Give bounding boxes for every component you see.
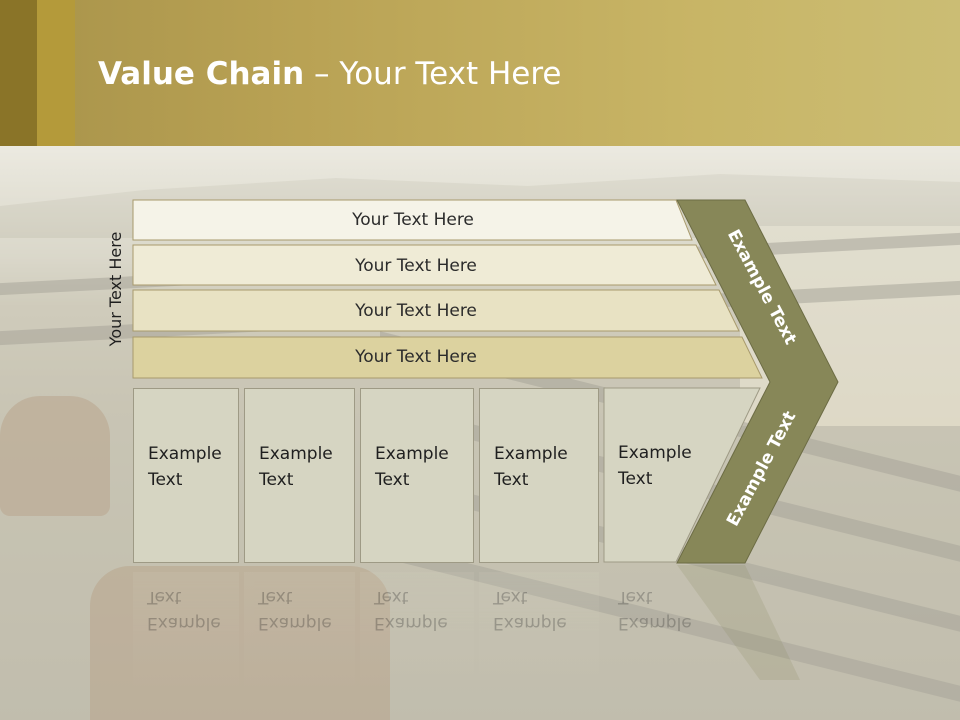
reflection-text: Example (147, 613, 221, 633)
box-reflection: Example Text (133, 572, 239, 692)
box-reflection: Example Text (604, 572, 714, 692)
box-reflection: Example Text (360, 572, 474, 692)
row-text: Your Text Here (355, 256, 477, 276)
row-text: Your Text Here (352, 210, 474, 230)
reflection-text: Example (493, 613, 567, 633)
row-shape-3 (132, 289, 740, 332)
reflection-text: Text (618, 587, 653, 607)
row-text: Your Text Here (355, 301, 477, 321)
activity-box-2: Example Text (244, 388, 355, 563)
reflection-text: Example (258, 613, 332, 633)
chair (90, 566, 390, 720)
reflection-text: Text (147, 587, 182, 607)
box-text-line2: Text (375, 470, 410, 490)
row-text: Your Text Here (355, 347, 477, 367)
box-reflection: Example Text (244, 572, 355, 692)
box-reflection: Example Text (479, 572, 599, 692)
box-text-line1: Example (618, 443, 692, 463)
box-text-line2: Text (618, 469, 653, 489)
chevron-reflection (677, 565, 800, 680)
activity-box-5: Example Text (604, 388, 714, 563)
row-label-1: Your Text Here (133, 200, 693, 240)
box-text-line2: Text (148, 470, 183, 490)
activity-box-3: Example Text (360, 388, 474, 563)
box-text-line2: Text (259, 470, 294, 490)
chair (0, 396, 110, 516)
row-shape-1 (132, 199, 693, 241)
reflection-text: Text (258, 587, 293, 607)
box-shape-last (603, 387, 761, 563)
box-text-line1: Example (494, 444, 568, 464)
reflection-text: Example (618, 613, 692, 633)
box-text-line1: Example (259, 444, 333, 464)
box-text-line1: Example (148, 444, 222, 464)
title-rest: – Your Text Here (304, 56, 562, 92)
row-label-3: Your Text Here (133, 291, 699, 331)
row-shape-4 (132, 336, 763, 379)
reflection-text: Text (374, 587, 409, 607)
activity-box-4: Example Text (479, 388, 599, 563)
slide-title: Value Chain – Your Text Here (98, 54, 561, 94)
slide-header: Value Chain – Your Text Here (0, 0, 960, 146)
box-text-line1: Example (375, 444, 449, 464)
activity-box-1: Example Text (133, 388, 239, 563)
box-text-line2: Text (494, 470, 529, 490)
reflection-text: Example (374, 613, 448, 633)
row-shape-2 (132, 244, 717, 286)
chevron-arrow (676, 199, 839, 564)
header-accent-band (0, 0, 37, 146)
row-label-2: Your Text Here (133, 246, 699, 286)
row-label-4: Your Text Here (133, 337, 699, 377)
title-bold: Value Chain (98, 56, 305, 92)
reflection-text: Text (493, 587, 528, 607)
header-accent-band (37, 0, 75, 146)
